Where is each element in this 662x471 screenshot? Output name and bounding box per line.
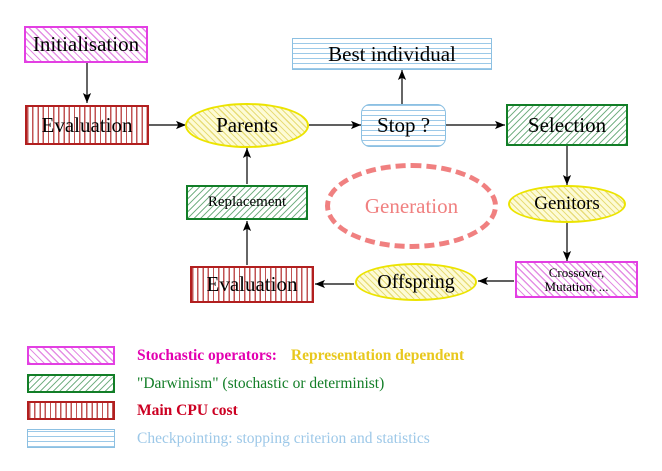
node-stop-label: Stop ?: [376, 113, 431, 138]
legend-label-stochastic-operators: Stochastic operators:: [137, 346, 277, 364]
node-selection[interactable]: Selection: [506, 104, 628, 146]
legend-row-checkpointing: Checkpointing: stopping criterion and st…: [27, 429, 430, 448]
legend-row-darwinism: "Darwinism" (stochastic or determinist): [27, 374, 384, 393]
node-genitors-label: Genitors: [534, 193, 600, 215]
legend-label-representation-dependent: Representation dependent: [290, 346, 465, 364]
node-offspring[interactable]: Offspring: [355, 263, 477, 301]
node-best-individual[interactable]: Best individual: [292, 38, 492, 70]
legend-row-main-cpu-cost: Main CPU cost: [27, 401, 238, 420]
node-evaluation-bottom[interactable]: Evaluation: [190, 266, 314, 303]
node-replacement-label: Replacement: [207, 193, 287, 210]
node-initialisation[interactable]: Initialisation: [24, 26, 148, 63]
node-evaluation-top-label: Evaluation: [41, 112, 133, 137]
node-initialisation-label: Initialisation: [32, 32, 140, 57]
node-generation-label: Generation: [364, 193, 459, 218]
legend-swatch-main-cpu-cost: [27, 401, 115, 420]
node-replacement[interactable]: Replacement: [186, 185, 308, 220]
node-generation-cycle: Generation: [325, 163, 498, 249]
node-offspring-label: Offspring: [377, 270, 455, 293]
node-stop[interactable]: Stop ?: [361, 104, 446, 147]
node-evaluation-top[interactable]: Evaluation: [25, 105, 149, 145]
node-parents[interactable]: Parents: [185, 103, 309, 148]
node-genitors[interactable]: Genitors: [508, 185, 626, 223]
node-selection-label: Selection: [527, 112, 607, 137]
node-parents-label: Parents: [216, 113, 278, 138]
legend-swatch-stochastic-operators: [27, 346, 115, 365]
node-crossover-mutation-label-line1: Crossover,: [548, 264, 605, 280]
node-crossover-mutation-label-line2: Mutation, ...: [544, 278, 609, 294]
legend-label-main-cpu-cost: Main CPU cost: [137, 401, 238, 419]
legend-row-stochastic-operators: Stochastic operators: Representation dep…: [27, 346, 464, 365]
legend-label-darwinism: "Darwinism" (stochastic or determinist): [137, 374, 385, 392]
node-crossover-mutation[interactable]: Crossover, Mutation, ...: [515, 261, 638, 298]
node-best-individual-label: Best individual: [328, 41, 456, 66]
node-evaluation-bottom-label: Evaluation: [206, 272, 298, 297]
legend-label-checkpointing: Checkpointing: stopping criterion and st…: [137, 429, 430, 447]
legend-swatch-checkpointing: [27, 429, 115, 448]
legend-swatch-darwinism: [27, 374, 115, 393]
